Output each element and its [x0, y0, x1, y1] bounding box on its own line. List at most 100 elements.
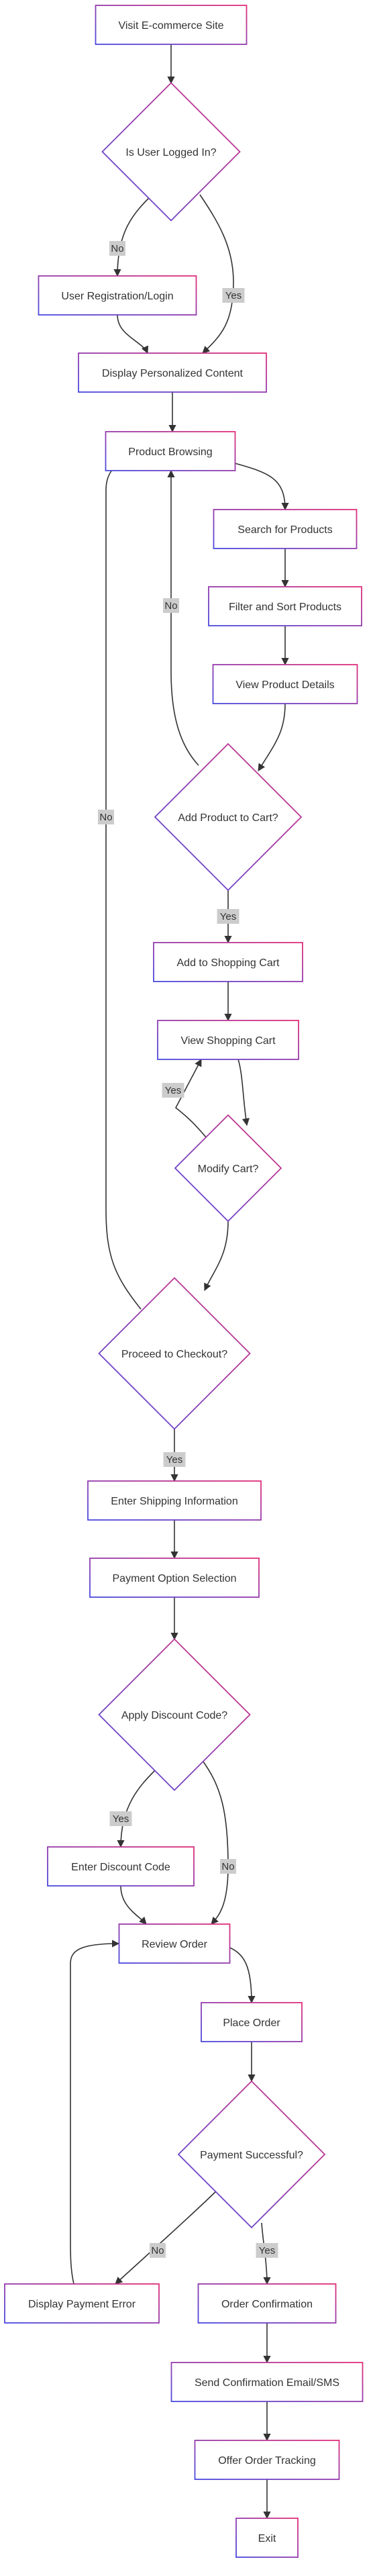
node-label: Filter and Sort Products — [229, 602, 341, 613]
process-box — [118, 1923, 231, 1964]
process-box — [47, 1846, 195, 1887]
node-details: View Product Details — [212, 664, 358, 704]
edge-label-text: No — [111, 243, 123, 254]
process-box — [208, 586, 362, 626]
node-personalized: Display Personalized Content — [78, 352, 267, 393]
edge-label-bg — [98, 810, 114, 824]
node-review: Review Order — [118, 1923, 231, 1964]
node-visit: Visit E-commerce Site — [95, 5, 248, 45]
process-box — [89, 1558, 260, 1598]
node-place: Place Order — [201, 2002, 303, 2042]
node-label: Exit — [258, 2533, 276, 2544]
edge-label-text: Yes — [113, 1813, 129, 1825]
node-label: Payment Option Selection — [113, 1573, 237, 1584]
edge-label-discount_q-to-review: No — [220, 1859, 236, 1874]
edge-label-checkout_q-to-browsing: No — [98, 810, 114, 824]
node-label: Add Product to Cart? — [178, 812, 278, 824]
edge-logged_in-to-personalized — [199, 194, 234, 354]
edge-view_cart-to-modify_q — [237, 1059, 250, 1127]
edge-review-to-place — [227, 1946, 256, 2004]
edge-label-discount_q-to-discount: Yes — [109, 1811, 132, 1826]
edge-label-bg — [162, 1083, 184, 1098]
decision-diamond — [98, 1638, 251, 1791]
edge-modify_q-to-view_cart — [174, 1059, 207, 1139]
node-payment-opt: Payment Option Selection — [89, 1558, 260, 1598]
node-tracking: Offer Order Tracking — [194, 2440, 340, 2480]
node-registration: User Registration/Login — [38, 275, 197, 316]
edge-label-text: Yes — [166, 1454, 182, 1466]
edge-payment_q-to-pay_error — [115, 2191, 217, 2285]
edge-label-text: No — [99, 812, 112, 823]
node-label: Display Payment Error — [28, 2299, 136, 2310]
edge-discount_q-to-review — [201, 1758, 229, 1925]
node-label: Is User Logged In? — [125, 147, 216, 158]
node-payment-q: Payment Successful? — [177, 2080, 326, 2229]
edge-label-text: Yes — [165, 1085, 181, 1096]
node-checkout-q: Proceed to Checkout? — [98, 1277, 251, 1430]
edge-label-bg — [220, 1859, 236, 1874]
node-label: Proceed to Checkout? — [121, 1349, 227, 1360]
edge-label-text: Yes — [259, 2245, 275, 2256]
process-box — [4, 2283, 160, 2324]
edge-label-text: Yes — [225, 290, 242, 301]
edge-logged_in-to-registration — [113, 192, 155, 277]
node-label: Send Confirmation Email/SMS — [195, 2377, 339, 2389]
edge-label-logged_in-to-personalized: Yes — [222, 288, 245, 303]
node-shipping: Enter Shipping Information — [87, 1480, 262, 1521]
node-label: Enter Discount Code — [71, 1862, 170, 1873]
edge-registration-to-personalized — [117, 314, 149, 354]
process-box — [235, 2518, 299, 2558]
node-search: Search for Products — [213, 509, 358, 549]
process-box — [105, 431, 236, 471]
edge-label-bg — [217, 909, 239, 924]
edge-details-to-add_q — [258, 703, 286, 771]
edge-modify_q-to-checkout_q — [204, 1221, 229, 1292]
node-label: View Product Details — [235, 679, 334, 691]
decision-diamond — [174, 1114, 282, 1223]
edge-label-text: No — [164, 600, 177, 612]
nodes: Visit E-commerce Site Is User Logged In? U… — [4, 5, 364, 2558]
node-label: Modify Cart? — [198, 1163, 259, 1175]
node-discount-q: Apply Discount Code? — [98, 1638, 251, 1791]
process-box — [38, 275, 197, 316]
node-view-cart: View Shopping Cart — [157, 1020, 299, 1060]
node-confirm: Order Confirmation — [197, 2283, 337, 2324]
edge-label-bg — [222, 288, 245, 303]
node-label: Display Personalized Content — [102, 368, 243, 379]
decision-diamond — [154, 743, 303, 892]
process-box — [201, 2002, 303, 2042]
edge-label-modify_q-to-view_cart: Yes — [162, 1083, 184, 1098]
edge-label-payment_q-to-confirm: Yes — [256, 2243, 278, 2258]
edge-label-logged_in-to-registration: No — [109, 241, 125, 256]
edge-label-bg — [109, 241, 125, 256]
node-label: Apply Discount Code? — [121, 1710, 227, 1721]
process-box — [153, 942, 303, 982]
decision-diamond — [177, 2080, 326, 2229]
edge-label-bg — [109, 1811, 132, 1826]
edge-checkout_q-to-browsing — [105, 456, 142, 1310]
node-label: Review Order — [142, 1939, 207, 1950]
process-box — [213, 509, 358, 549]
node-label: Order Confirmation — [221, 2299, 313, 2310]
process-box — [194, 2440, 340, 2480]
node-add-cart: Add to Shopping Cart — [153, 942, 303, 982]
edge-label-payment_q-to-pay_error: No — [150, 2243, 166, 2258]
edge-browsing-to-search — [234, 463, 289, 511]
edge-label-bg — [163, 598, 179, 613]
process-box — [197, 2283, 337, 2324]
process-box — [157, 1020, 299, 1060]
node-add-q: Add Product to Cart? — [154, 743, 303, 892]
edge-label-bg — [150, 2243, 166, 2258]
node-label: Visit E-commerce Site — [118, 20, 223, 32]
process-box — [87, 1480, 262, 1521]
edges — [70, 44, 289, 2520]
node-browsing: Product Browsing — [105, 431, 236, 471]
edge-label-text: No — [151, 2245, 164, 2256]
node-label: User Registration/Login — [61, 291, 173, 302]
edge-label-checkout_q-to-shipping: Yes — [163, 1452, 186, 1467]
edge-add_q-to-browsing — [167, 469, 199, 766]
node-label: Offer Order Tracking — [218, 2455, 316, 2467]
process-box — [95, 5, 248, 45]
node-label: Add to Shopping Cart — [177, 957, 280, 969]
